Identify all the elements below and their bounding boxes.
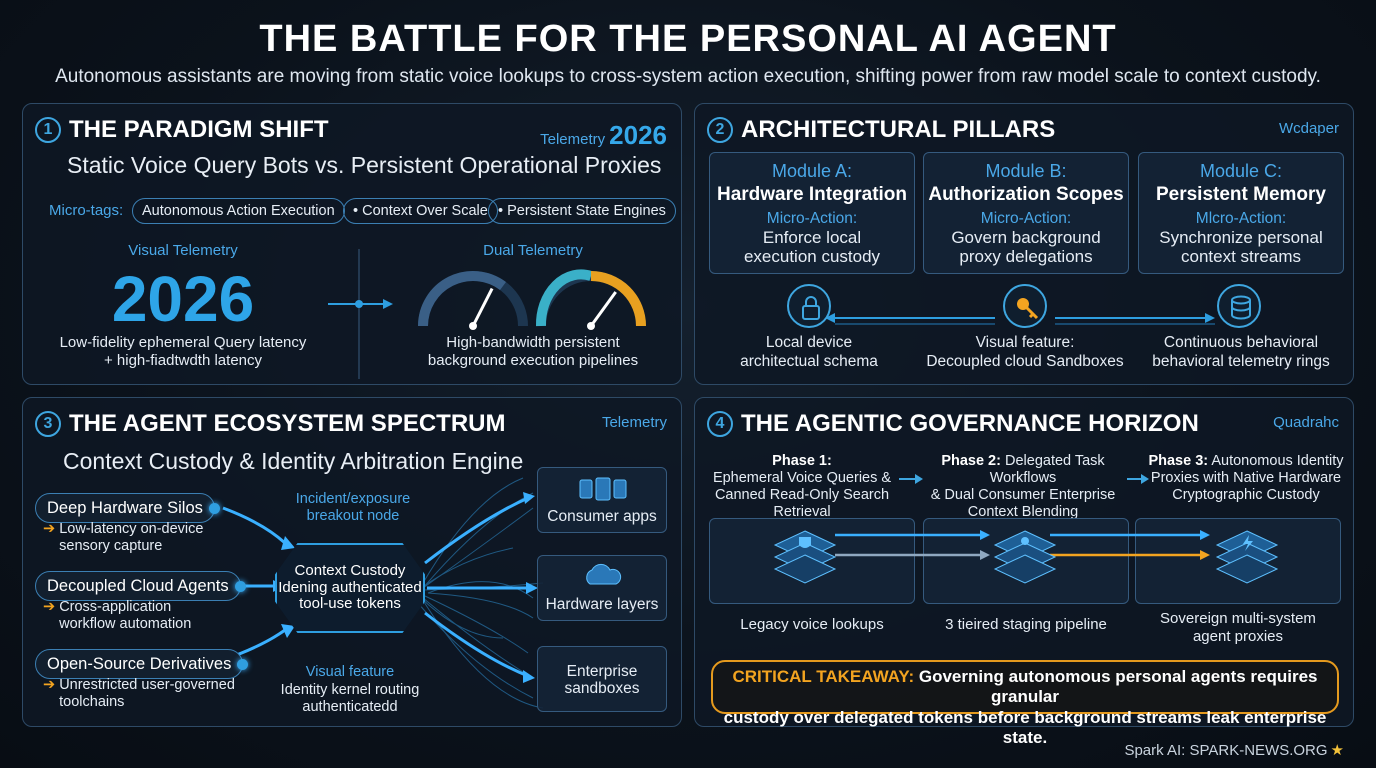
layers-user-icon (993, 530, 1057, 584)
source-bullet: ➔ Cross-application workflow automation (43, 599, 192, 633)
micro-tags-label: Micro-tags: (49, 202, 124, 219)
target-consumer-apps: Consumer apps (537, 467, 667, 533)
module-desc: context streams (1181, 247, 1301, 267)
stage-caption: Legacy voice lookups (740, 616, 884, 633)
module-title: Hardware Integration (716, 184, 908, 205)
source-pill-cloud-agents: Decoupled Cloud Agents (35, 571, 246, 601)
module-micro: Micro-Action: (766, 210, 858, 227)
stage-visuals (773, 530, 1279, 584)
target-label: Consumer apps (547, 508, 657, 525)
source-bullet: ➔ Low-latency on-device sensory capture (43, 521, 204, 555)
module-desc: Synchronize personal (1159, 228, 1323, 247)
module-desc: proxy delegations (959, 247, 1093, 267)
source-pill-open-source: Open-Source Derivatives (35, 649, 249, 679)
phase-3: Phase 3: Autonomous Identity Proxies wit… (1148, 453, 1344, 504)
panel-title: THE PARADIGM SHIFT (69, 116, 329, 143)
panel-tag: Telemetry (601, 414, 667, 431)
connector-dot (208, 503, 220, 514)
layers-shield-icon (773, 530, 837, 584)
panel-title: THE AGENTIC GOVERNANCE HORIZON (741, 410, 1199, 437)
phase-1: Phase 1: Ephemeral Voice Queries &Canned… (712, 453, 892, 521)
panel-title: ARCHITECTURAL PILLARS (741, 116, 1056, 143)
ecosystem-flow-lines (222, 477, 544, 709)
takeaway-label: CRITICAL TAKEAWAY: (732, 667, 915, 686)
footer-credit: Spark AI: SPARK-NEWS.ORG★ (1124, 742, 1344, 759)
phase-2: Phase 2: Delegated Task Workflows & Dual… (930, 453, 1116, 521)
cloud-icon (586, 563, 622, 585)
micro-tag: Autonomous Action Execution (132, 198, 345, 224)
pillar-connectors (825, 313, 1215, 325)
right-caption-1: High-bandwidth persistent (446, 334, 620, 351)
panel-subtitle: Context Custody & Identity Arbitration E… (63, 448, 524, 474)
panel-ecosystem-spectrum: 3 THE AGENT ECOSYSTEM SPECTRUM Telemetry… (22, 397, 682, 727)
module-head: Module A: (771, 161, 853, 181)
target-hardware-layers: Hardware layers (537, 555, 667, 621)
module-card: Module C: Persistent Memory Mlcro-Action… (1138, 152, 1344, 274)
module-title: Persistent Memory (1155, 184, 1326, 205)
apps-icon (579, 477, 627, 501)
page-subtitle: Autonomous assistants are moving from st… (55, 66, 1321, 87)
connector-dot (237, 659, 249, 670)
micro-tag: • Persistent State Engines (488, 198, 676, 224)
visual-feature-label: Visual feature (305, 664, 395, 680)
module-desc: Enforce local (762, 228, 862, 247)
page-title: THE BATTLE FOR THE PERSONAL AI AGENT (259, 18, 1117, 60)
dual-telemetry-label: Dual Telemetry (483, 242, 583, 259)
module-head: Module C: (1199, 161, 1283, 181)
micro-tag: • Context Over Scale (343, 198, 498, 224)
layers-bolt-icon (1215, 530, 1279, 584)
module-card: Module B: Authorization Scopes Micro-Act… (923, 152, 1129, 274)
phase-arrows (899, 474, 1149, 484)
dual-gauges (418, 269, 646, 330)
key-icon (1003, 284, 1047, 328)
panel-title: THE AGENT ECOSYSTEM SPECTRUM (69, 410, 506, 437)
visual-telemetry-label: Visual Telemetry (128, 242, 238, 259)
divider-arrow (328, 249, 393, 379)
left-caption-1: Low-fidelity ephemeral Query latency (59, 334, 307, 351)
big-year: 2026 (111, 263, 255, 335)
left-caption-2: + high-fiadtwdth latency (103, 352, 262, 369)
database-icon (1217, 284, 1261, 328)
module-desc: Govern background (951, 228, 1101, 247)
critical-takeaway: CRITICAL TAKEAWAY: Governing autonomous … (711, 660, 1339, 747)
panel-architectural-pillars: 2 ARCHITECTURAL PILLARS Wcdaper Module A… (694, 103, 1354, 385)
panel-governance-horizon: 4 THE AGENTIC GOVERNANCE HORIZON Quadrah… (694, 397, 1354, 747)
source-bullet: ➔ Unrestricted user-governed toolchains (43, 677, 235, 711)
tag-label: Telemetry (540, 131, 606, 148)
panel-tag: Wcdaper (1278, 120, 1339, 137)
target-label: Hardware layers (545, 596, 659, 613)
star-icon: ★ (1330, 742, 1344, 759)
tag-value: 2026 (609, 120, 667, 150)
panel-tag: Quadrahc (1273, 414, 1339, 431)
panel-number: 3 (35, 411, 61, 437)
panel-subtitle: Static Voice Query Bots vs. Persistent O… (67, 152, 662, 178)
pillar-caption: Visual feature:Decoupled cloud Sandboxes (926, 334, 1124, 370)
right-caption-2: background execution pipelines (427, 352, 639, 369)
module-micro: Mlcro-Action: (1195, 210, 1287, 227)
module-title: Authorization Scopes (928, 184, 1124, 205)
lock-icon (787, 284, 831, 328)
module-card: Module A: Hardware Integration Micro-Act… (709, 152, 915, 274)
stage-caption: 3 tieired staging pipeline (945, 616, 1107, 633)
module-micro: Micro-Action: (980, 210, 1072, 227)
module-desc: execution custody (743, 247, 881, 267)
panel-number: 1 (35, 117, 61, 143)
panel-number: 4 (707, 411, 733, 437)
source-pill-hardware-silos: Deep Hardware Silos (35, 493, 220, 523)
connector-dot (234, 581, 246, 592)
panel-number: 2 (707, 117, 733, 143)
module-head: Module B: (985, 161, 1067, 181)
